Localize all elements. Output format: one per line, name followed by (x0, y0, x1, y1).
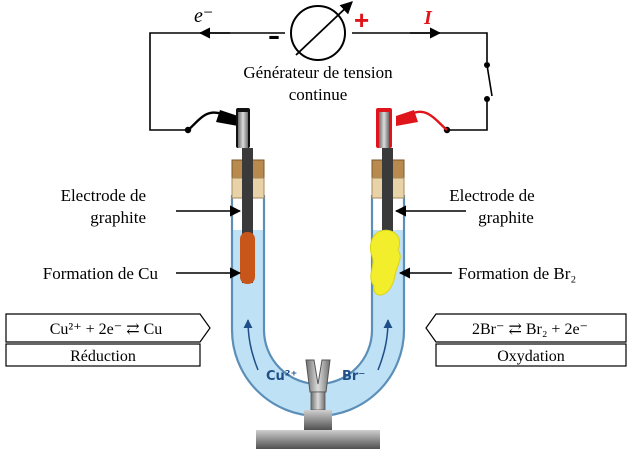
right-ion-arrow (377, 319, 393, 371)
copper-deposit (240, 232, 255, 284)
left-formation-label: Formation de Cu (43, 264, 159, 283)
left-ion-label: Cu²⁺ (266, 369, 297, 384)
switch (484, 62, 493, 102)
left-process-box (5, 343, 201, 367)
electron-label: e⁻ (194, 5, 213, 27)
generator-label-line1: Générateur de tension (243, 63, 393, 82)
right-equation: 2Br⁻ ⇄ Br₂ + 2e⁻ (472, 321, 588, 338)
right-process-box (435, 343, 627, 367)
left-electrode-label-line2: graphite (90, 208, 146, 227)
generator-plus: + (354, 5, 369, 35)
left-equation: Cu²⁺ + 2e⁻ ⇄ Cu (50, 321, 163, 338)
solution (232, 230, 404, 416)
stand (256, 359, 380, 449)
left-ion-arrow (243, 319, 259, 371)
left-process: Réduction (70, 348, 136, 365)
right-equation-box (425, 313, 627, 343)
left-equation-box (5, 313, 211, 343)
current-label: I (423, 7, 433, 29)
black-clip-lead (187, 108, 250, 148)
generator-minus: - (268, 14, 280, 54)
bromine-cloud (369, 229, 401, 296)
generator-meter (290, 1, 353, 61)
generator-label-line2: continue (289, 85, 348, 104)
left-electrode-label-line1: Electrode de (61, 186, 146, 205)
right-process: Oxydation (497, 348, 565, 365)
right-electrode-label-line1: Electrode de (449, 186, 534, 205)
red-clip-lead (376, 108, 448, 148)
right-formation-label: Formation de Br₂ (458, 264, 576, 283)
left-graphite-electrode (242, 148, 253, 283)
right-ion-label: Br⁻ (342, 369, 365, 384)
right-electrode-label-line2: graphite (478, 208, 534, 227)
right-graphite-electrode (382, 148, 393, 278)
